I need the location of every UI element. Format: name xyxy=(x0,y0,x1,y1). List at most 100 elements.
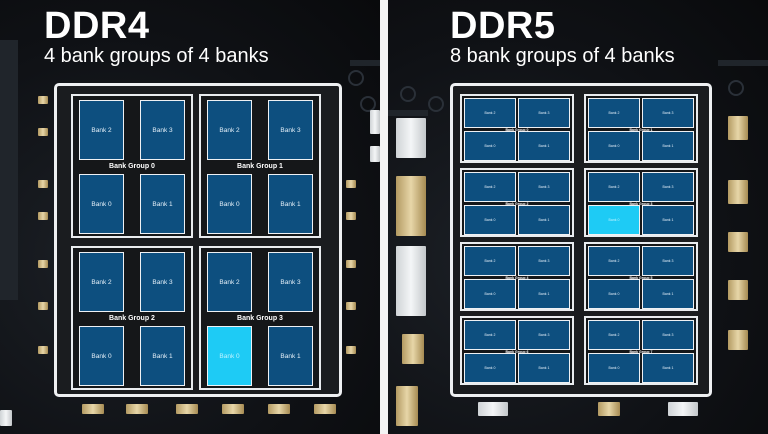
panel-divider xyxy=(380,0,388,434)
bank-cell: Bank 0 xyxy=(588,353,640,383)
bank-cell: Bank 0 xyxy=(207,174,252,234)
board-via xyxy=(348,70,364,86)
bank-cell: Bank 0 xyxy=(464,279,516,309)
bank-cell: Bank 1 xyxy=(642,353,694,383)
bank-group-label: Bank Group 3 xyxy=(629,202,653,206)
bank-cell: Bank 2 xyxy=(464,98,516,128)
board-pad xyxy=(728,330,748,350)
board-pad xyxy=(598,402,620,416)
bank-cell: Bank 2 xyxy=(464,246,516,276)
board-trace xyxy=(0,40,18,300)
bank-cell: Bank 2 xyxy=(207,252,252,312)
bank-cell: Bank 3 xyxy=(642,98,694,128)
bank-cell: Bank 2 xyxy=(79,100,124,160)
bank-cell: Bank 0 xyxy=(588,205,640,235)
board-pad xyxy=(396,246,426,316)
bank-cell: Bank 0 xyxy=(464,353,516,383)
board-via xyxy=(360,96,376,112)
board-pad xyxy=(38,128,48,136)
board-pad xyxy=(728,180,748,204)
board-pad xyxy=(396,386,418,426)
bank-cell: Bank 1 xyxy=(518,131,570,161)
bank-cell: Bank 2 xyxy=(588,246,640,276)
bank-cell: Bank 3 xyxy=(642,172,694,202)
bank-cell: Bank 1 xyxy=(140,174,185,234)
bank-cell: Bank 1 xyxy=(642,131,694,161)
board-pad xyxy=(346,346,356,354)
board-pad xyxy=(38,302,48,310)
board-pad xyxy=(82,404,104,414)
board-trace xyxy=(718,60,768,66)
board-trace xyxy=(388,110,428,116)
board-pad xyxy=(370,110,380,134)
board-pad xyxy=(346,212,356,220)
bank-cell: Bank 3 xyxy=(518,98,570,128)
bank-cell: Bank 2 xyxy=(79,252,124,312)
bank-group-label: Bank Group 1 xyxy=(237,163,283,170)
ddr5-subtitle: 8 bank groups of 4 banks xyxy=(450,45,675,67)
bank-cell: Bank 1 xyxy=(518,353,570,383)
bank-cell: Bank 0 xyxy=(588,131,640,161)
bank-cell: Bank 2 xyxy=(464,320,516,350)
board-pad xyxy=(396,176,426,236)
bank-cell: Bank 3 xyxy=(140,252,185,312)
bank-cell: Bank 0 xyxy=(464,131,516,161)
bank-group-label: Bank Group 0 xyxy=(109,163,155,170)
board-pad xyxy=(370,146,380,162)
board-pad xyxy=(314,404,336,414)
ddr4-title: DDR4 xyxy=(44,5,150,47)
board-pad xyxy=(38,260,48,268)
board-pad xyxy=(38,180,48,188)
board-pad xyxy=(176,404,198,414)
bank-cell: Bank 1 xyxy=(518,279,570,309)
bank-group-0: Bank 2 Bank 3 Bank 0 Bank 1 Bank Group 0 xyxy=(71,94,193,238)
bank-group-label: Bank Group 5 xyxy=(629,276,653,280)
board-pad xyxy=(728,280,748,300)
bank-cell: Bank 0 xyxy=(79,326,124,386)
bank-cell: Bank 1 xyxy=(140,326,185,386)
bank-cell: Bank 2 xyxy=(207,100,252,160)
bank-cell: Bank 2 xyxy=(588,98,640,128)
bank-cell: Bank 3 xyxy=(518,246,570,276)
bank-cell: Bank 0 xyxy=(588,279,640,309)
bank-cell: Bank 0 xyxy=(79,174,124,234)
bank-cell: Bank 2 xyxy=(464,172,516,202)
bank-cell: Bank 0 xyxy=(207,326,252,386)
board-pad xyxy=(478,402,508,416)
bank-group-label: Bank Group 1 xyxy=(629,128,653,132)
board-pad xyxy=(0,410,12,426)
bank-cell: Bank 1 xyxy=(268,174,313,234)
bank-cell: Bank 2 xyxy=(588,320,640,350)
ddr5-title: DDR5 xyxy=(450,5,556,47)
board-pad xyxy=(346,180,356,188)
bank-group-label: Bank Group 3 xyxy=(237,315,283,322)
bank-cell: Bank 3 xyxy=(518,320,570,350)
bank-cell: Bank 3 xyxy=(140,100,185,160)
ddr4-subtitle: 4 bank groups of 4 banks xyxy=(44,45,269,67)
board-pad xyxy=(38,212,48,220)
bank-cell: Bank 3 xyxy=(268,252,313,312)
bank-cell: Bank 3 xyxy=(642,246,694,276)
bank-group-label: Bank Group 2 xyxy=(505,202,529,206)
board-pad xyxy=(728,116,748,140)
board-pad xyxy=(38,346,48,354)
bank-cell: Bank 1 xyxy=(518,205,570,235)
board-pad xyxy=(268,404,290,414)
board-pad xyxy=(668,402,698,416)
board-pad xyxy=(346,260,356,268)
bank-cell: Bank 3 xyxy=(642,320,694,350)
